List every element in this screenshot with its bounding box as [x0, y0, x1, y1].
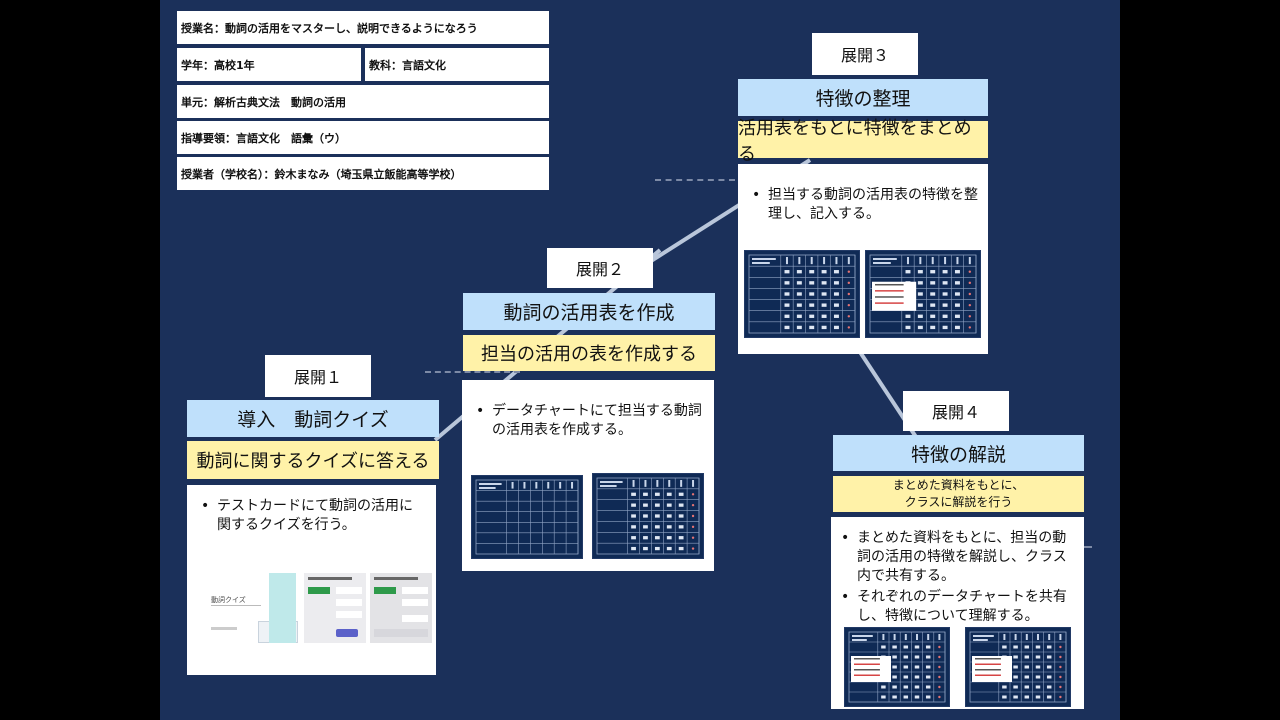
- step1-bullet: テストカードにて動詞の活用に関するクイズを行う。: [197, 497, 422, 535]
- step2-panel: データチャートにて担当する動詞の活用表を作成する。: [462, 380, 714, 571]
- step3-label: 展開３: [812, 33, 918, 75]
- step2-label: 展開２: [547, 248, 653, 288]
- step4-subtitle: まとめた資料をもとに、 クラスに解説を行う: [833, 476, 1084, 512]
- step4-bullets: まとめた資料をもとに、担当の動詞の活用の特徴を解説し、クラス内で共有する。 それ…: [837, 529, 1075, 627]
- step4-title: 特徴の解説: [833, 435, 1084, 471]
- data-chart-thumbnail: [965, 627, 1071, 707]
- lesson-unit: 単元：解析古典文法 動詞の活用: [177, 85, 549, 118]
- quiz-card-thumbnail: [269, 573, 296, 643]
- step1-subtitle: 動詞に関するクイズに答える: [187, 441, 439, 479]
- lesson-guideline: 指導要領：言語文化 語彙（ウ）: [177, 121, 549, 154]
- step4-panel: まとめた資料をもとに、担当の動詞の活用の特徴を解説し、クラス内で共有する。 それ…: [831, 517, 1084, 709]
- dashed-separator: [425, 371, 520, 373]
- step4-bullet: まとめた資料をもとに、担当の動詞の活用の特徴を解説し、クラス内で共有する。: [837, 529, 1075, 586]
- data-chart-thumbnail: [844, 627, 950, 707]
- step2-title: 動詞の活用表を作成: [463, 293, 715, 330]
- quiz-title-card: 動詞クイズ: [205, 575, 269, 643]
- dashed-separator: [655, 179, 735, 181]
- step3-panel: 担当する動詞の活用表の特徴を整理し、記入する。: [738, 164, 988, 354]
- step3-bullet: 担当する動詞の活用表の特徴を整理し、記入する。: [748, 186, 981, 224]
- data-chart-thumbnail: [592, 473, 704, 559]
- quiz-screen-thumbnail: [370, 573, 432, 643]
- step2-bullets: データチャートにて担当する動詞の活用表を作成する。: [472, 402, 707, 442]
- step3-title: 特徴の整理: [738, 79, 988, 116]
- data-chart-thumbnail: [471, 475, 583, 559]
- step4-subtitle-line: クラスに解説を行う: [904, 495, 1013, 509]
- step1-panel: テストカードにて動詞の活用に関するクイズを行う。 動詞クイズ: [187, 485, 436, 675]
- step2-subtitle: 担当の活用の表を作成する: [463, 335, 715, 371]
- lesson-subject: 教科：言語文化: [365, 48, 549, 81]
- data-chart-thumbnail: [865, 250, 981, 338]
- lesson-name: 授業名：動詞の活用をマスターし、説明できるようになろう: [177, 11, 549, 44]
- step4-label: 展開４: [903, 391, 1009, 431]
- step3-bullets: 担当する動詞の活用表の特徴を整理し、記入する。: [748, 186, 981, 226]
- data-chart-thumbnail: [744, 250, 860, 338]
- step1-label: 展開１: [265, 355, 371, 397]
- lesson-grade: 学年：高校1年: [177, 48, 361, 81]
- step1-bullets: テストカードにて動詞の活用に関するクイズを行う。: [197, 497, 422, 537]
- slide: 授業名：動詞の活用をマスターし、説明できるようになろう 学年：高校1年 教科：言…: [160, 0, 1120, 720]
- lesson-teacher: 授業者（学校名）：鈴木まなみ（埼玉県立飯能高等学校）: [177, 157, 549, 190]
- dashed-separator: [1080, 546, 1092, 548]
- step4-subtitle-line: まとめた資料をもとに、: [892, 477, 1025, 492]
- step1-title: 導入 動詞クイズ: [187, 400, 439, 437]
- step2-bullet: データチャートにて担当する動詞の活用表を作成する。: [472, 402, 707, 440]
- quiz-title-caption: 動詞クイズ: [211, 596, 246, 604]
- quiz-screen-thumbnail: [304, 573, 366, 643]
- step4-bullet: それぞれのデータチャートを共有し、特徴について理解する。: [837, 588, 1075, 626]
- step3-subtitle: 活用表をもとに特徴をまとめる: [738, 118, 988, 165]
